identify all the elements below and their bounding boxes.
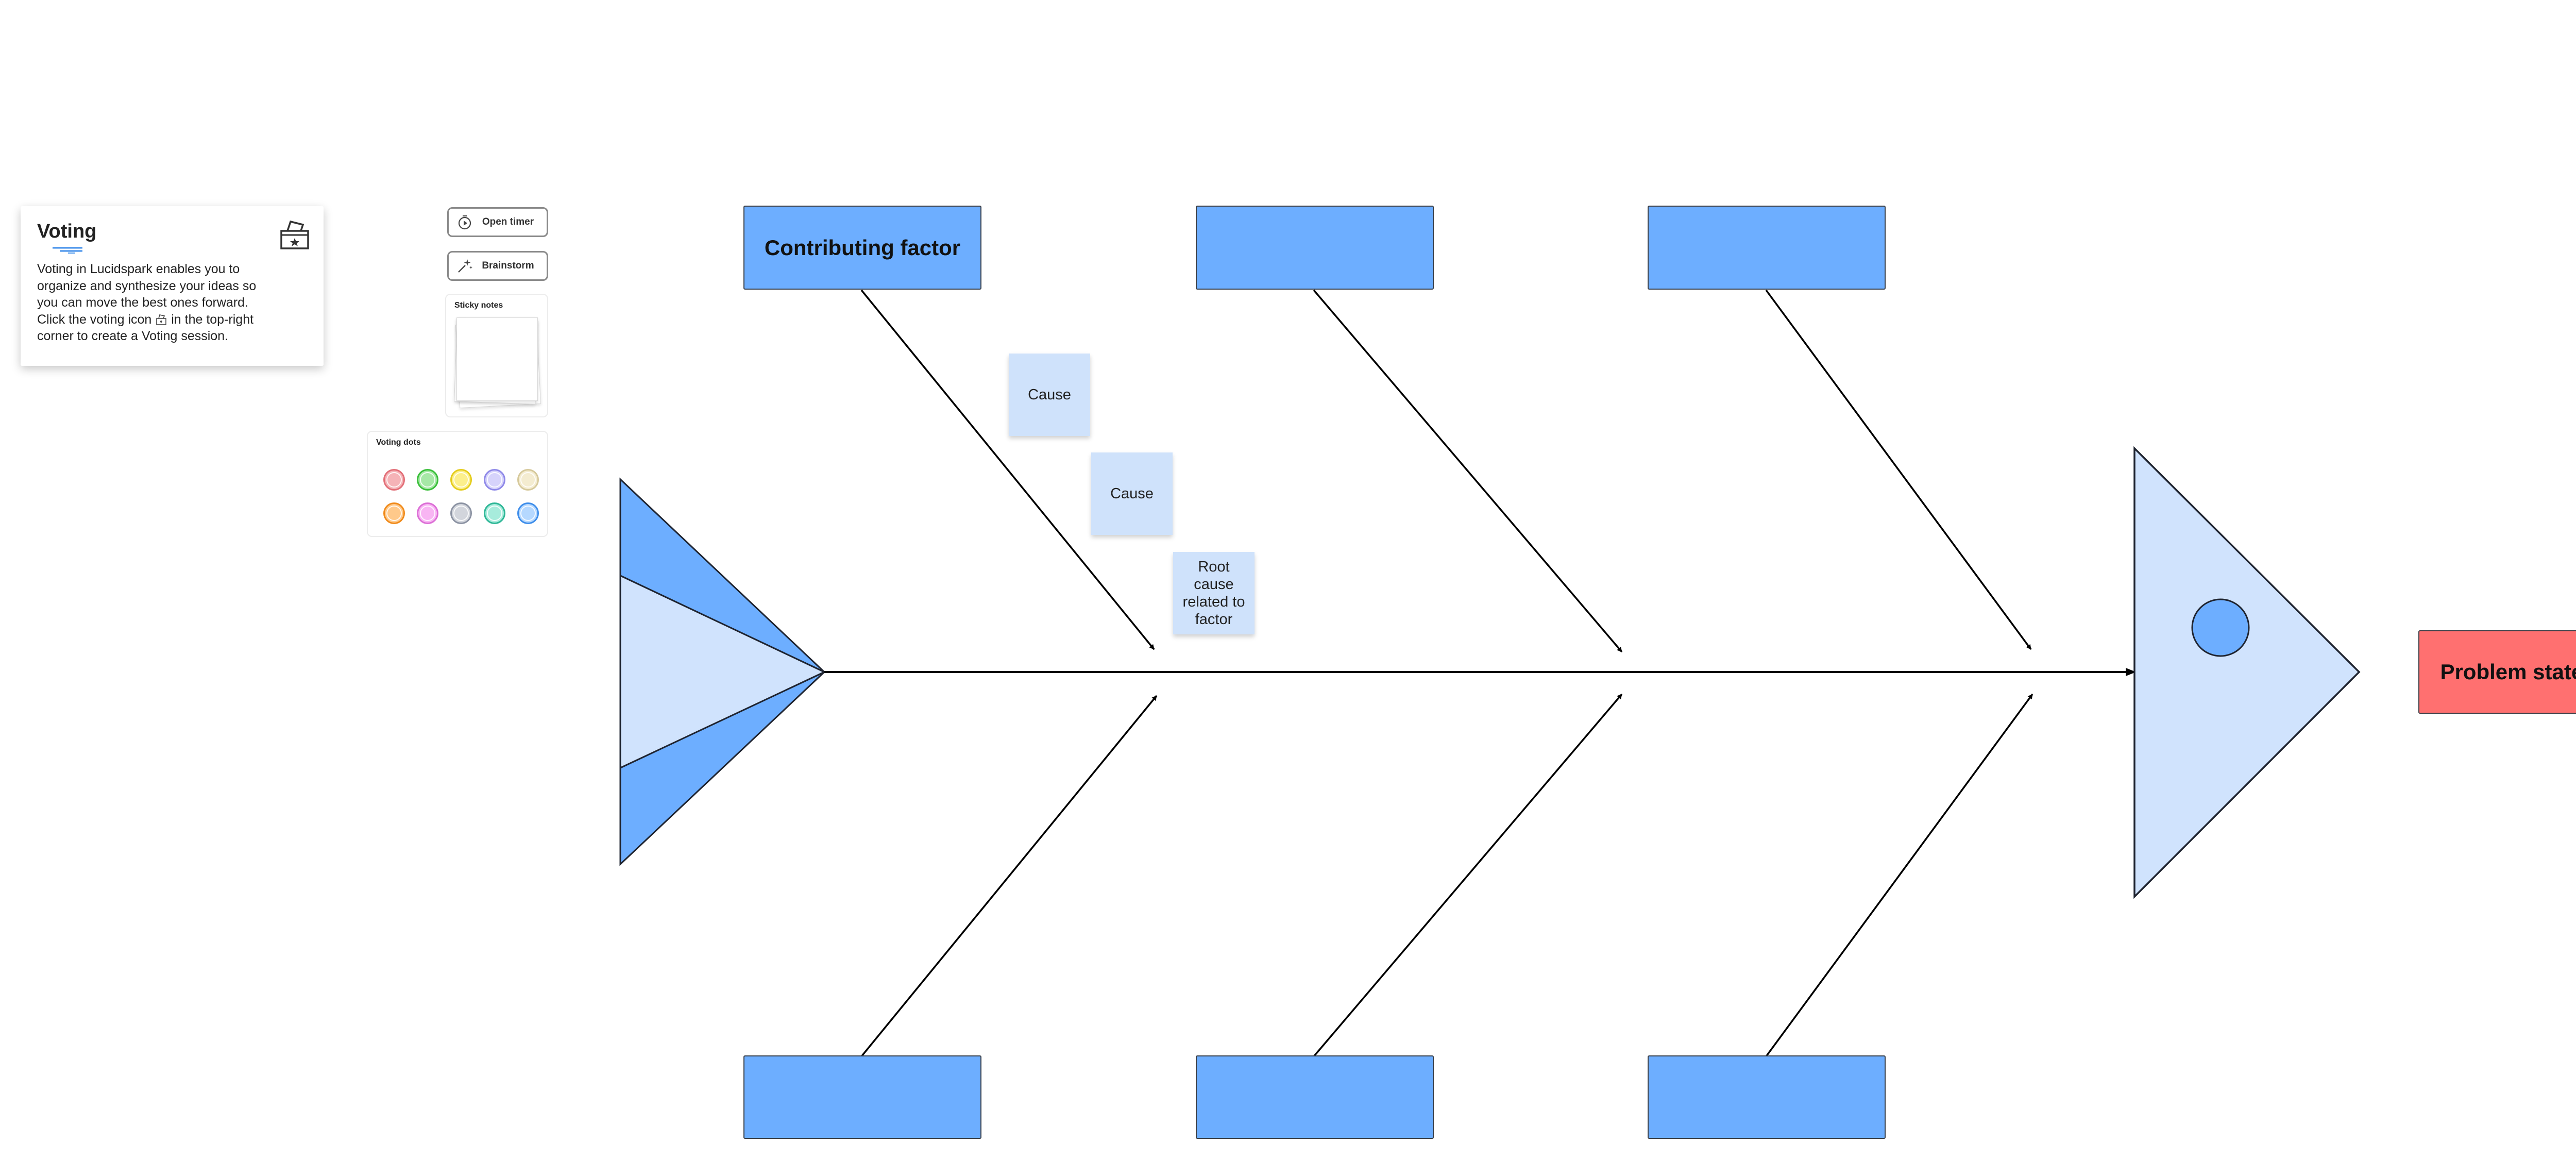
factor-label: Contributing factor [764, 235, 961, 260]
cause-sticky-note-1[interactable]: Cause [1009, 354, 1090, 436]
problem-statement-label: Problem statement [2440, 660, 2576, 684]
timer-icon [458, 215, 471, 230]
body-line: you can move the best ones forward. [37, 295, 248, 310]
head-triangle [2133, 446, 2361, 899]
voting-dot[interactable] [517, 502, 539, 524]
top-bone-3 [1765, 289, 2032, 650]
open-timer-button[interactable]: Open timer [447, 207, 548, 237]
factor-box-bottom-3[interactable] [1648, 1055, 1886, 1139]
title-underline-icon [53, 247, 82, 254]
voting-dot[interactable] [450, 469, 472, 491]
problem-statement-box[interactable]: Problem statement [2418, 630, 2576, 714]
voting-dot[interactable] [450, 502, 472, 524]
voting-dot[interactable] [383, 502, 405, 524]
cause-label: Cause [1110, 485, 1154, 502]
top-bone-2 [1313, 289, 1623, 653]
sticky-notes-panel[interactable]: Sticky notes [445, 294, 548, 417]
bottom-bone-2 [1313, 693, 1623, 1057]
body-line: organize and synthesize your ideas so [37, 278, 257, 293]
body-line: Voting in Lucidspark enables you to [37, 262, 240, 276]
sparkle-icon [458, 259, 472, 273]
sticky-note-stack-top[interactable] [456, 317, 538, 401]
voting-dots-panel: Voting dots [367, 431, 548, 537]
body-line: corner to create a Voting session. [37, 329, 229, 343]
sticky-notes-label: Sticky notes [454, 301, 503, 310]
ballot-box-icon [280, 220, 309, 249]
factor-box-bottom-2[interactable] [1196, 1055, 1434, 1139]
cause-label: Cause [1028, 387, 1071, 403]
factor-box-top-1[interactable]: Contributing factor [743, 206, 981, 290]
voting-info-card: Voting Voting in Lucidspark enables you … [21, 206, 324, 366]
body-text: Click the voting icon [37, 312, 152, 327]
brainstorm-button[interactable]: Brainstorm [447, 251, 548, 281]
open-timer-label: Open timer [482, 216, 534, 227]
voting-dots-label: Voting dots [376, 438, 421, 447]
voting-dot[interactable] [517, 469, 539, 491]
cause-sticky-note-2[interactable]: Cause [1091, 452, 1173, 535]
factor-box-bottom-1[interactable] [743, 1055, 981, 1139]
factor-box-top-3[interactable] [1648, 206, 1886, 290]
voting-dot[interactable] [417, 469, 438, 491]
voting-icon [156, 314, 167, 325]
factor-box-top-2[interactable] [1196, 206, 1434, 290]
fish-eye [2191, 598, 2250, 657]
top-bone-1 [860, 289, 1155, 650]
voting-card-title: Voting [37, 221, 97, 242]
brainstorm-label: Brainstorm [482, 260, 534, 271]
body-text: in the top-right [167, 312, 254, 327]
voting-dot[interactable] [484, 502, 505, 524]
fish-tail [619, 477, 826, 866]
voting-dot[interactable] [417, 502, 438, 524]
voting-card-body: Voting in Lucidspark enables you to orga… [37, 261, 284, 345]
fish-head [2133, 446, 2361, 899]
voting-dot[interactable] [383, 469, 405, 491]
body-line: Click the voting icon in the top-right [37, 311, 284, 328]
tail-center [619, 574, 826, 769]
bottom-bone-1 [860, 695, 1158, 1057]
bottom-bone-3 [1765, 693, 2033, 1057]
voting-dot[interactable] [484, 469, 505, 491]
root-cause-sticky-note[interactable]: Root cause related to factor [1173, 552, 1255, 634]
cause-label: Root cause related to factor [1182, 559, 1245, 628]
